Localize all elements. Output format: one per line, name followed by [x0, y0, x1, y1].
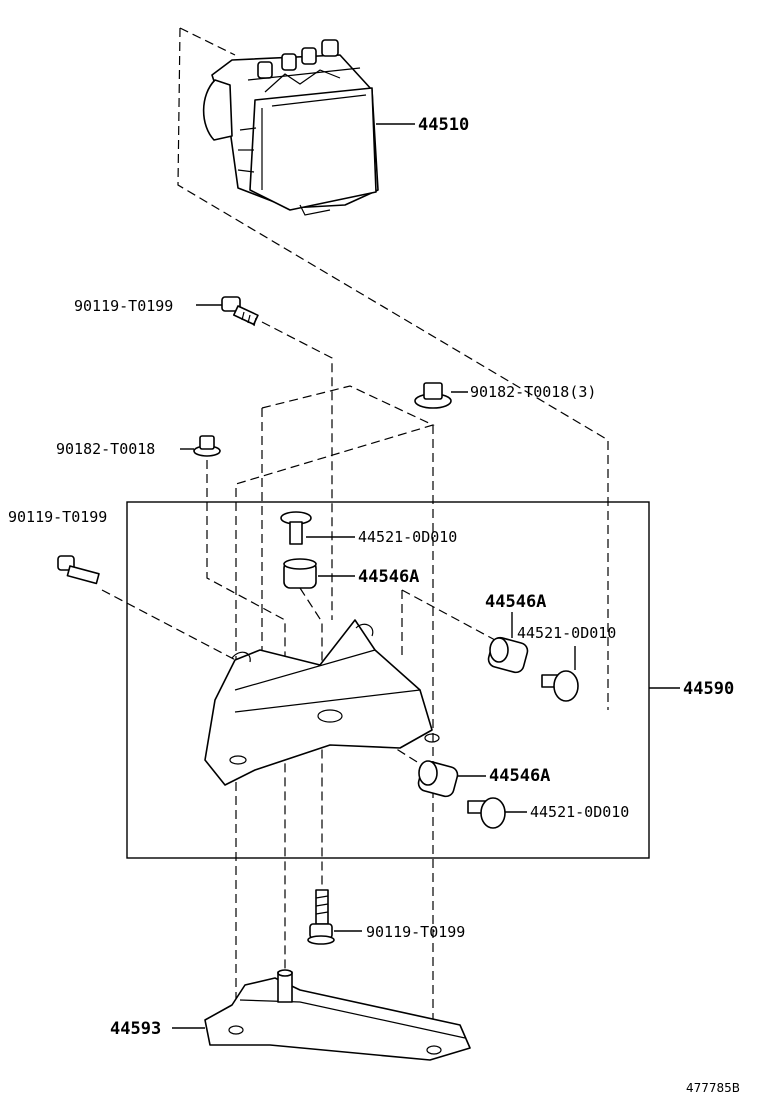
lower-bracket-44593: [204, 969, 471, 1061]
label-90182-3: 90182-T0018(3): [470, 383, 596, 401]
label-44521-c: 44521-0D010: [530, 803, 629, 821]
cushion-44546a-right: [487, 636, 529, 674]
label-44546-b: 44546A: [485, 592, 546, 612]
assembly-box-44590: [126, 501, 650, 859]
label-44593: 44593: [110, 1019, 161, 1039]
bolt-90119-bottom: [307, 889, 335, 945]
bolt-90119-left: [57, 555, 100, 585]
label-90119-top: 90119-T0199: [74, 297, 173, 315]
label-44546-c: 44546A: [489, 766, 550, 786]
label-44510: 44510: [418, 115, 469, 135]
label-90119-bottom: 90119-T0199: [366, 923, 465, 941]
nut-90182-3: [414, 382, 452, 409]
label-90119-left: 90119-T0199: [8, 508, 107, 526]
nut-90182-left: [193, 435, 221, 457]
mount-bracket: [204, 619, 440, 786]
cushion-44546a-top: [283, 558, 317, 589]
collar-44521-lower: [467, 797, 506, 829]
collar-44521-right: [541, 670, 579, 702]
bolt-90119-top: [221, 296, 259, 327]
label-44546-a: 44546A: [358, 567, 419, 587]
drawing-id: 477785B: [686, 1081, 740, 1095]
label-44521-b: 44521-0D010: [517, 624, 616, 642]
cushion-44546a-lower: [417, 760, 459, 798]
abs-actuator: [202, 39, 379, 216]
label-44521-a: 44521-0D010: [358, 528, 457, 546]
collar-44521-top: [280, 511, 312, 545]
label-90182-left: 90182-T0018: [56, 440, 155, 458]
actuator-studs: [247, 39, 361, 93]
label-44590: 44590: [683, 679, 734, 699]
